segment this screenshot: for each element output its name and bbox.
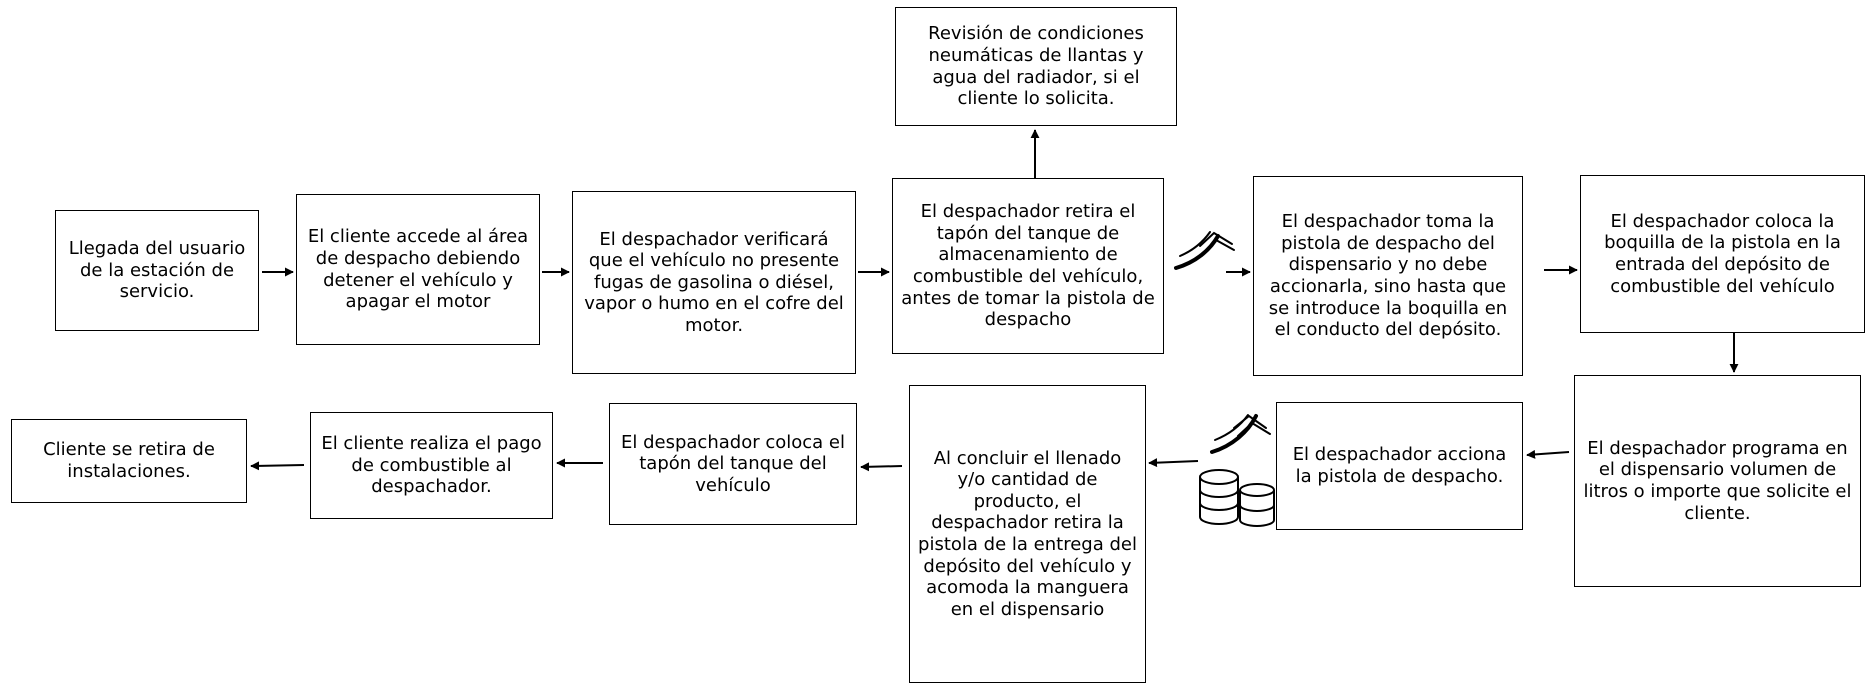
- fuel-nozzle-icon: [1174, 231, 1235, 270]
- arrow-10-to-11: [860, 462, 903, 472]
- step-arrival: Llegada del usuario de la estación de se…: [55, 210, 259, 331]
- step-tire-radiator-check: Revisión de condiciones neumáticas de ll…: [895, 7, 1177, 126]
- step-finish-filling: Al concluir el llenado y/o cantidad de p…: [909, 385, 1146, 683]
- fuel-tanks-icon: [1199, 469, 1275, 527]
- step-remove-tank-cap: El despachador retira el tapón del tanqu…: [892, 178, 1164, 354]
- step-take-nozzle: El despachador toma la pistola de despac…: [1253, 176, 1523, 376]
- step-verify-leaks: El despachador verificará que el vehícul…: [572, 191, 856, 374]
- arrow-9-to-10: [1148, 458, 1199, 468]
- step-customer-leaves: Cliente se retira de instalaciones.: [11, 419, 247, 503]
- step-customer-payment: El cliente realiza el pago de combustibl…: [310, 412, 553, 519]
- step-place-nozzle: El despachador coloca la boquilla de la …: [1580, 175, 1865, 333]
- arrow-12-to-13: [250, 461, 305, 471]
- arrow-8-to-9: [1526, 449, 1570, 459]
- step-activate-nozzle: El despachador acciona la pistola de des…: [1276, 402, 1523, 530]
- step-replace-tank-cap: El despachador coloca el tapón del tanqu…: [609, 403, 857, 525]
- fuel-nozzle-icon-2: [1210, 414, 1271, 454]
- step-enter-dispatch-area: El cliente accede al área de despacho de…: [296, 194, 540, 345]
- step-program-dispenser: El despachador programa en el dispensari…: [1574, 375, 1861, 587]
